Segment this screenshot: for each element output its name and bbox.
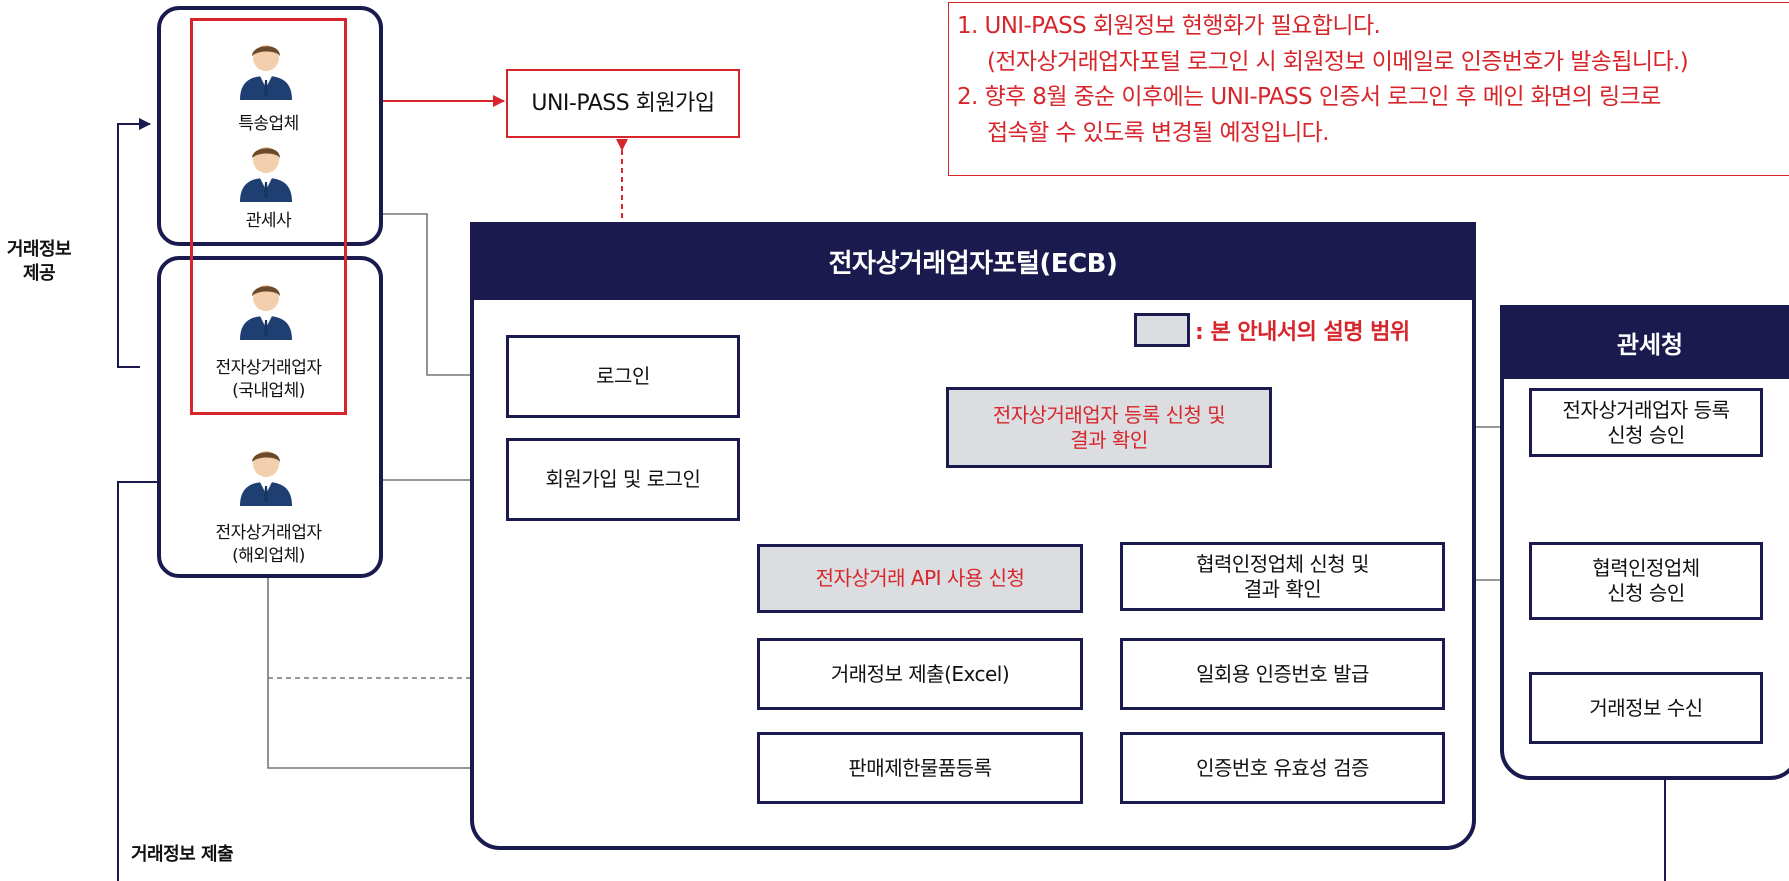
notice-line-4: 접속할 수 있도록 변경될 예정입니다. <box>987 119 1330 146</box>
legend-label: : 본 안내서의 설명 범위 <box>1195 320 1410 345</box>
receive-trade-info-button[interactable]: 거래정보 수신 <box>1529 672 1763 744</box>
merchant-register-button[interactable]: 전자상거래업자 등록 신청 및 결과 확인 <box>946 387 1272 468</box>
excel-submit-button[interactable]: 거래정보 제출(Excel) <box>757 638 1083 710</box>
api-application-button[interactable]: 전자상거래 API 사용 신청 <box>757 544 1083 613</box>
ecb-title: 전자상거래업자포털(ECB) <box>470 222 1476 300</box>
courier-person-icon <box>236 38 296 100</box>
courier-label: 특송업체 <box>238 114 299 134</box>
customs-broker-person-icon <box>236 140 296 202</box>
unipass-signup-button[interactable]: UNI-PASS 회원가입 <box>506 69 740 138</box>
overseas-merchant-label: 전자상거래업자 (해외업체) <box>215 523 322 566</box>
domestic-merchant-label: 전자상거래업자 (국내업체) <box>215 358 322 401</box>
overseas-merchant-person-icon <box>236 444 296 506</box>
customs-service-title: 관세청 <box>1500 305 1789 379</box>
customs-broker-label: 관세사 <box>245 211 292 231</box>
partner-application-button[interactable]: 협력인정업체 신청 및 결과 확인 <box>1120 542 1445 611</box>
notice-line-2: (전자상거래업자포털 로그인 시 회원정보 이메일로 인증번호가 발송됩니다.) <box>987 48 1689 75</box>
notice-box: 1. UNI-PASS 회원정보 현행화가 필요합니다. (전자상거래업자포털 … <box>948 2 1789 176</box>
notice-line-1: 1. UNI-PASS 회원정보 현행화가 필요합니다. <box>957 13 1381 39</box>
provide-label: 거래정보 제공 <box>6 239 72 285</box>
notice-line-3: 2. 향후 8월 중순 이후에는 UNI-PASS 인증서 로그인 후 메인 화… <box>957 84 1661 111</box>
domestic-merchant-person-icon <box>236 278 296 340</box>
approve-register-button[interactable]: 전자상거래업자 등록 신청 승인 <box>1529 388 1763 457</box>
otp-issue-button[interactable]: 일회용 인증번호 발급 <box>1120 638 1445 710</box>
restricted-goods-button[interactable]: 판매제한물품등록 <box>757 732 1083 804</box>
legend-swatch <box>1134 313 1190 347</box>
signup-login-button[interactable]: 회원가입 및 로그인 <box>506 438 740 521</box>
approve-partner-button[interactable]: 협력인정업체 신청 승인 <box>1529 542 1763 620</box>
submit-label: 거래정보 제출 <box>131 844 234 865</box>
login-button[interactable]: 로그인 <box>506 335 740 418</box>
verify-otp-button[interactable]: 인증번호 유효성 검증 <box>1120 732 1445 804</box>
scope-highlight <box>190 18 347 415</box>
